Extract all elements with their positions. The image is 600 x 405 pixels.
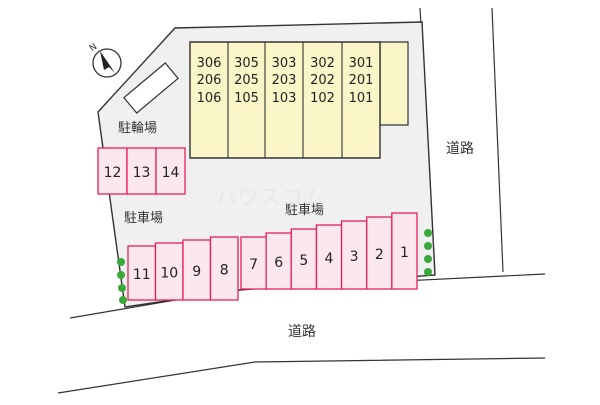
parking-space-number: 9 (192, 264, 201, 280)
parking-space (391, 212, 418, 290)
parking-space-number: 7 (249, 257, 258, 273)
parking-space (265, 232, 292, 290)
parking-space-number: 10 (160, 266, 178, 282)
parking-space-number: 12 (104, 165, 122, 181)
parking-space (240, 236, 267, 290)
parking-space-number: 6 (274, 255, 283, 271)
unit-number: 201 (349, 73, 374, 88)
parking-space (154, 242, 184, 301)
unit-number: 106 (197, 91, 222, 106)
unit-number: 301 (349, 56, 374, 71)
tree (424, 229, 432, 237)
road-label-bottom: 道路 (288, 324, 316, 340)
unit-number: 101 (349, 91, 374, 106)
parking-space-number: 5 (299, 253, 308, 269)
unit-number: 305 (234, 56, 259, 71)
parking-space-number: 4 (325, 251, 334, 267)
compass: N (88, 42, 122, 78)
parking-space-number: 8 (220, 263, 229, 279)
unit-number: 205 (234, 73, 259, 88)
parking-space (126, 147, 157, 195)
watermark: ハウスコム (215, 186, 325, 211)
tree (119, 296, 127, 304)
parking-label-center: 駐車場 (285, 203, 324, 218)
building-outline (189, 41, 381, 159)
building-unit-labels: 306 305 303 302 301 206 205 203 202 201 106 105 103 1… (197, 56, 374, 106)
unit-number: 202 (310, 73, 335, 88)
parking-space-number: 2 (375, 247, 384, 263)
tree (118, 284, 126, 292)
parking-space (155, 147, 186, 195)
unit-number: 103 (272, 91, 297, 106)
tree (424, 268, 432, 276)
building-annex (379, 41, 409, 126)
tree (424, 242, 432, 250)
tree (424, 255, 432, 263)
parking-space-number: 3 (350, 249, 359, 265)
compass-north-label: N (88, 42, 99, 54)
road-right-edge-inner (491, 7, 504, 273)
road-bottom-edge-bottom (57, 357, 546, 394)
unit-number: 306 (197, 56, 222, 71)
hedge-trees (117, 229, 432, 304)
unit-number: 105 (234, 91, 259, 106)
parking-space (209, 236, 239, 301)
unit-number: 206 (197, 73, 222, 88)
parking-space (315, 224, 343, 290)
building-unit-dividers (227, 42, 343, 158)
unit-number: 102 (310, 91, 335, 106)
unit-number: 303 (272, 56, 297, 71)
tree (117, 271, 125, 279)
parking-space (340, 220, 368, 290)
parking-label-left: 駐車場 (124, 211, 163, 226)
unit-number: 203 (272, 73, 297, 88)
road-label-right: 道路 (446, 141, 474, 157)
bike-parking-rack (123, 62, 179, 114)
compass-arrow-icon (100, 51, 115, 73)
parking-space-number: 11 (133, 267, 151, 283)
tree (117, 258, 125, 266)
parking-space-number: 1 (400, 245, 409, 261)
parking-space-number: 13 (133, 165, 151, 181)
unit-number: 302 (310, 56, 335, 71)
bike-parking-label: 駐輪場 (118, 120, 157, 136)
parking-space-number: 14 (162, 165, 180, 181)
